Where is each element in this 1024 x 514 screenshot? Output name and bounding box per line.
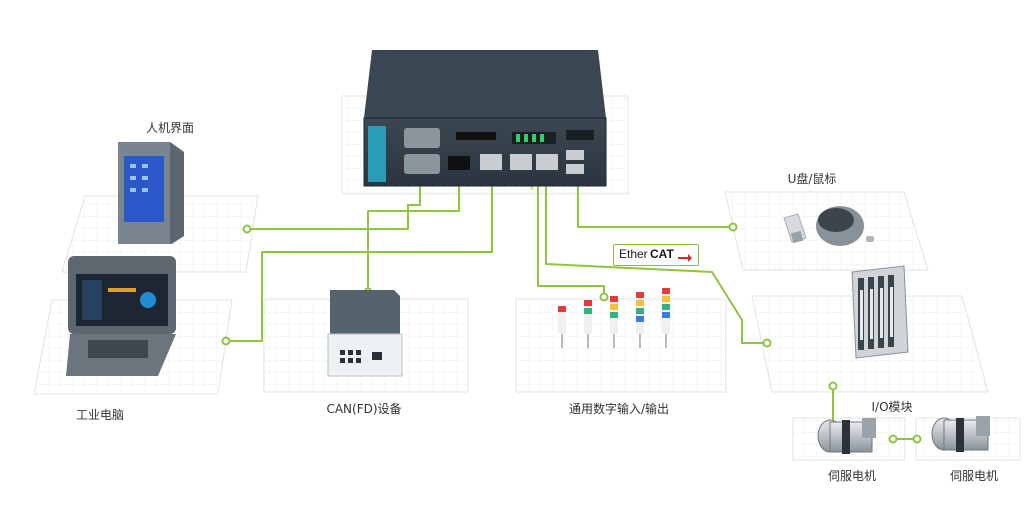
mouse-icon [816, 206, 874, 246]
label-servo-2: 伺服电机 [949, 469, 999, 483]
can-interface-icon [327, 290, 403, 377]
controller-box-icon [363, 50, 607, 187]
ethercat-logo: Ether CAT [613, 244, 699, 266]
label-usb-mouse: U盘/鼠标 [787, 172, 837, 186]
servo-motor-icon-2 [931, 416, 990, 452]
link-pc [226, 166, 493, 342]
ethercat-cat: CAT [650, 247, 674, 261]
hmi-panel-icon [118, 142, 184, 244]
link-usb [577, 168, 733, 228]
label-can-device: CAN(FD)设备 [326, 402, 402, 416]
signal-tower-icons [558, 288, 670, 348]
label-hmi: 人机界面 [145, 121, 195, 135]
link-can [367, 168, 460, 292]
ethercat-arrow-icon [678, 249, 692, 262]
label-digital-io: 通用数字输入/输出 [568, 402, 670, 416]
laptop-icon [66, 256, 176, 376]
servo-motor-icon-1 [817, 418, 876, 454]
ethercat-ether: Ether [619, 247, 648, 261]
io-terminal-icon [851, 265, 909, 359]
label-servo-1: 伺服电机 [827, 469, 877, 483]
usb-drive-icon [783, 213, 807, 244]
label-io-module: I/O模块 [871, 400, 913, 414]
link-dio [537, 168, 605, 297]
tile-dio [515, 298, 727, 393]
link-io [545, 168, 767, 344]
link-hmi [247, 176, 421, 230]
label-industrial-pc: 工业电脑 [75, 408, 125, 422]
